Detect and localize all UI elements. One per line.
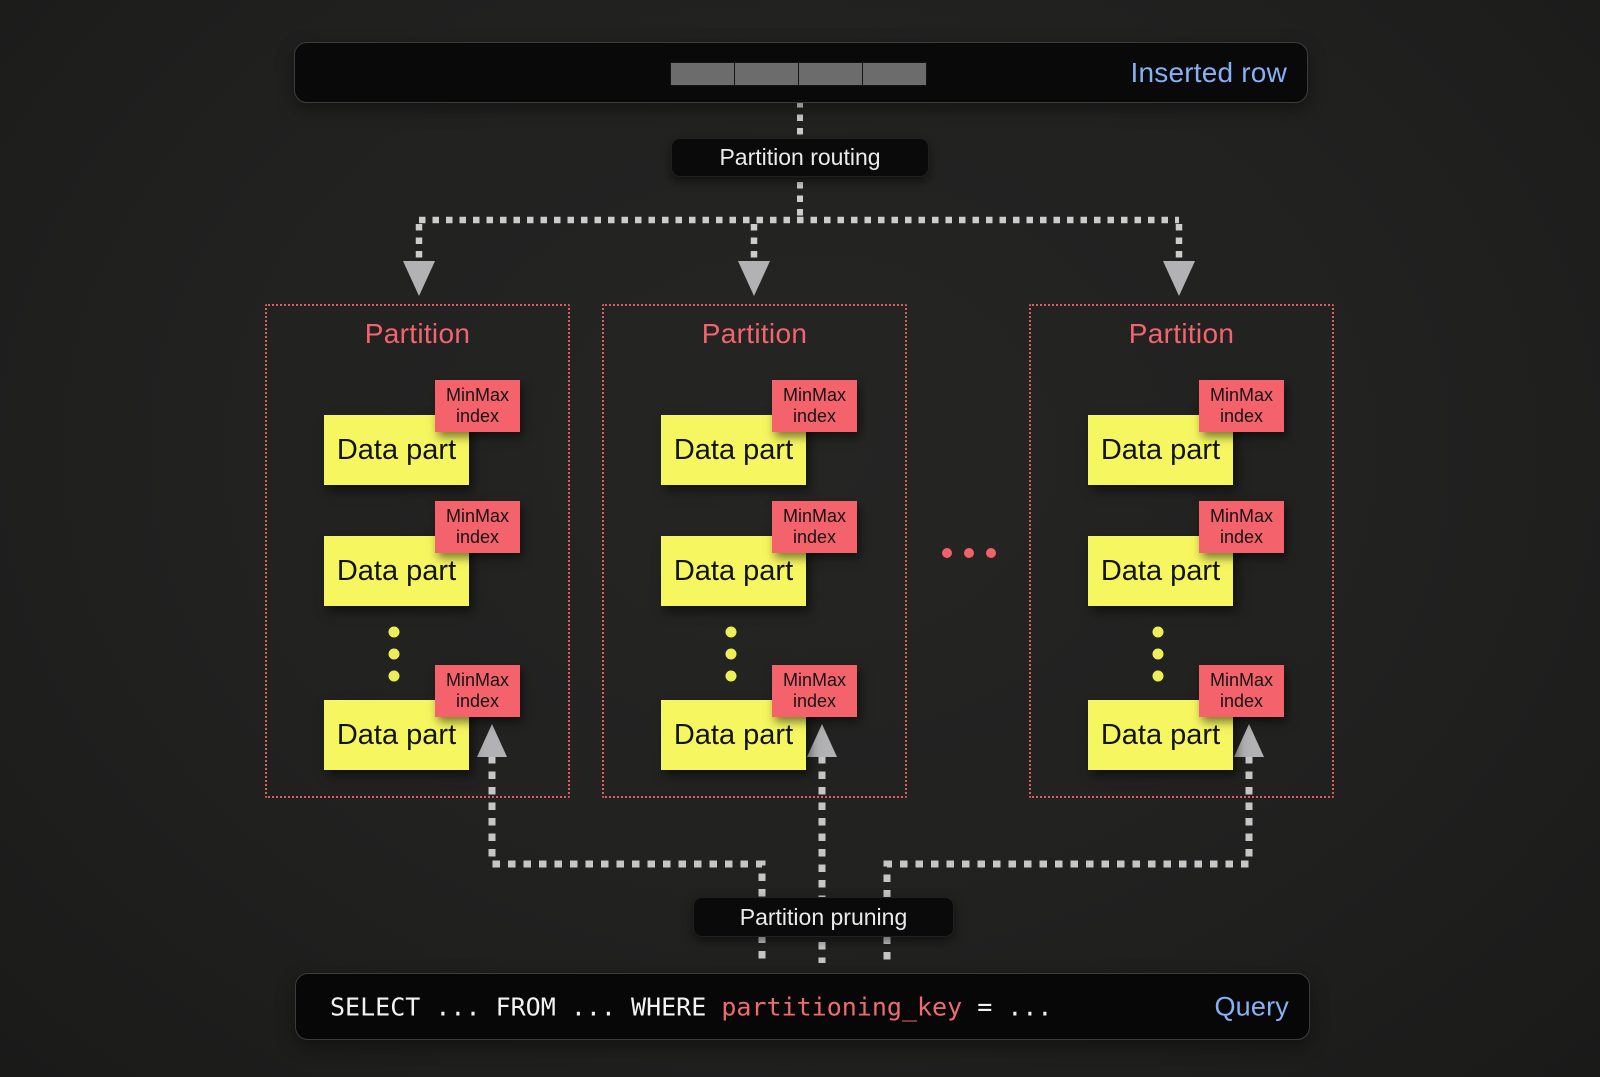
minmax-index-tag: MinMax index xyxy=(1199,665,1284,717)
query-label: Query xyxy=(1214,991,1289,1021)
row-cell xyxy=(670,62,735,86)
minmax-index-tag: MinMax index xyxy=(1199,501,1284,553)
data-part-box: Data part xyxy=(324,415,469,485)
minmax-line1: MinMax xyxy=(445,670,509,690)
arrowhead-up-partition-2 xyxy=(807,724,837,757)
minmax-line1: MinMax xyxy=(1209,670,1273,690)
inserted-row-cells xyxy=(670,62,927,86)
minmax-line2: index xyxy=(792,406,837,426)
query-code-after: = ... xyxy=(962,992,1053,1021)
minmax-line1: MinMax xyxy=(445,385,509,405)
minmax-index-tag: MinMax index xyxy=(1199,380,1284,432)
minmax-line1: MinMax xyxy=(782,670,846,690)
minmax-line1: MinMax xyxy=(445,506,509,526)
query-partitioning-key: partitioning_key xyxy=(721,992,963,1021)
inserted-row-box: Inserted row xyxy=(294,42,1308,103)
pruning-line-partition-1 xyxy=(488,756,766,963)
query-code: SELECT ... FROM ... WHERE partitioning_k… xyxy=(330,992,1052,1021)
minmax-line2: index xyxy=(792,527,837,547)
minmax-line2: index xyxy=(1219,691,1264,711)
data-part-box: Data part xyxy=(324,700,469,770)
minmax-line1: MinMax xyxy=(782,506,846,526)
partition-pruning-label: Partition pruning xyxy=(693,897,954,937)
minmax-index-tag: MinMax index xyxy=(772,501,857,553)
arrowhead-down-partition-3 xyxy=(1163,261,1195,296)
data-part-box: Data part xyxy=(1088,536,1233,606)
pruning-line-partition-3 xyxy=(883,756,1253,963)
minmax-line2: index xyxy=(792,691,837,711)
arrowhead-down-partition-1 xyxy=(403,261,435,296)
partition-box-1: Partition MinMax index Data part MinMax … xyxy=(265,304,570,798)
more-parts-dots-partition-3 xyxy=(1152,626,1164,682)
minmax-line2: index xyxy=(455,527,500,547)
more-parts-dots-partition-2 xyxy=(725,626,737,682)
minmax-index-tag: MinMax index xyxy=(435,380,520,432)
query-code-before: SELECT ... FROM ... WHERE xyxy=(330,992,722,1021)
arrowhead-down-partition-2 xyxy=(738,261,770,296)
partition-title: Partition xyxy=(364,318,471,349)
minmax-line2: index xyxy=(455,691,500,711)
partition-box-3: Partition MinMax index Data part MinMax … xyxy=(1029,304,1334,798)
more-parts-dots-partition-1 xyxy=(388,626,400,682)
row-cell xyxy=(734,62,799,86)
more-partitions-ellipsis xyxy=(942,548,996,558)
minmax-index-tag: MinMax index xyxy=(772,665,857,717)
partition-title: Partition xyxy=(1128,318,1235,349)
inserted-row-label: Inserted row xyxy=(1130,56,1287,88)
minmax-index-tag: MinMax index xyxy=(435,501,520,553)
partition-title: Partition xyxy=(701,318,808,349)
arrowhead-up-partition-3 xyxy=(1234,724,1264,757)
minmax-line1: MinMax xyxy=(1209,385,1273,405)
minmax-index-tag: MinMax index xyxy=(772,380,857,432)
minmax-line2: index xyxy=(1219,527,1264,547)
minmax-line2: index xyxy=(1219,406,1264,426)
row-cell xyxy=(798,62,863,86)
minmax-line1: MinMax xyxy=(1209,506,1273,526)
partition-box-2: Partition MinMax index Data part MinMax … xyxy=(602,304,907,798)
minmax-line1: MinMax xyxy=(782,385,846,405)
arrowhead-up-partition-1 xyxy=(477,724,507,757)
minmax-index-tag: MinMax index xyxy=(435,665,520,717)
query-box: SELECT ... FROM ... WHERE partitioning_k… xyxy=(295,973,1310,1040)
partition-routing-label: Partition routing xyxy=(671,138,929,177)
minmax-line2: index xyxy=(455,406,500,426)
row-cell xyxy=(862,62,927,86)
